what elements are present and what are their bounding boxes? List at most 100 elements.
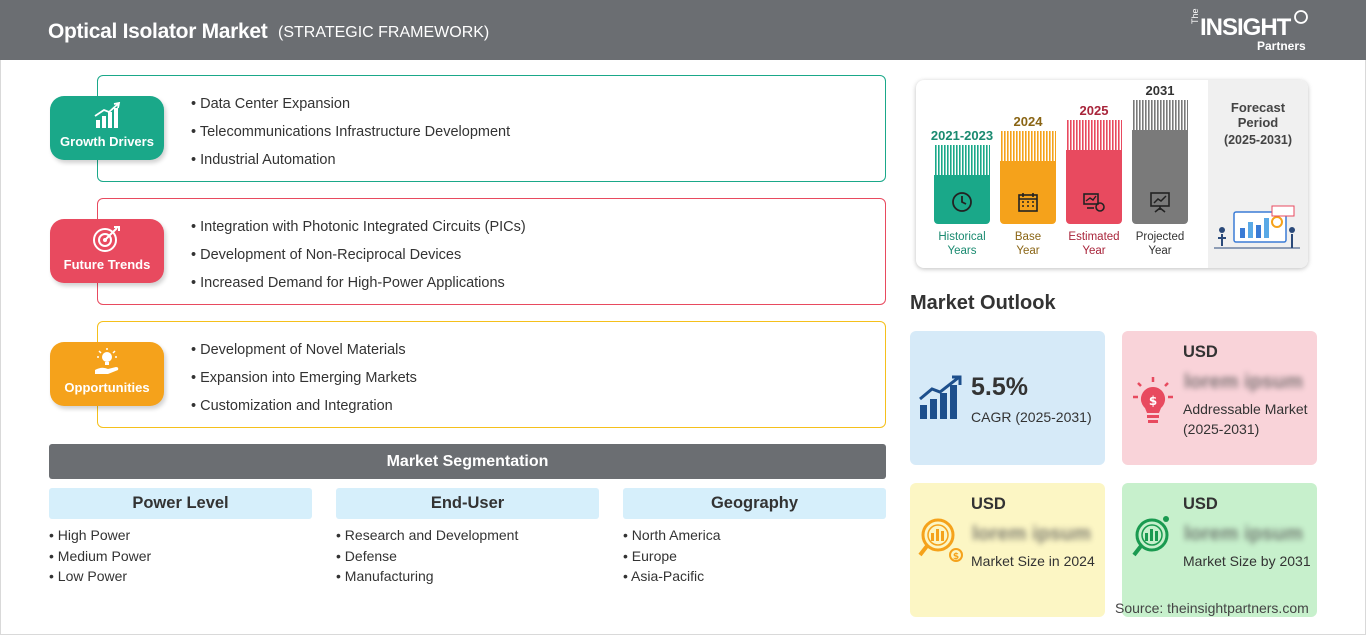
list-item: Customization and Integration	[191, 396, 417, 424]
svg-text:$: $	[1149, 394, 1157, 408]
size-2024-label: Market Size in 2024	[971, 553, 1095, 569]
list-item: Integration with Photonic Integrated Cir…	[191, 217, 526, 245]
segment-geography: Geography North America Europe Asia-Paci…	[623, 488, 886, 587]
bar-label-line2: Year	[1016, 245, 1040, 257]
logo-magnifier-icon	[1294, 10, 1308, 24]
bar-label-line2: Year	[1082, 245, 1106, 257]
magnifier-chart-icon: $	[918, 518, 963, 562]
growth-drivers-badge: Growth Drivers	[50, 96, 164, 160]
size-2024-value: lorem ipsum	[972, 523, 1091, 545]
segment-end-user: End-User Research and Development Defens…	[336, 488, 599, 587]
timeline-year: 2024	[1013, 114, 1043, 129]
lightbulb-dollar-icon: $	[1133, 377, 1173, 423]
list-item: Manufacturing	[336, 566, 599, 587]
list-item: Defense	[336, 546, 599, 567]
cagr-box: 5.5% CAGR (2025-2031)	[910, 331, 1105, 465]
timeline-bar	[934, 145, 990, 224]
bar-stripes	[1001, 131, 1056, 161]
future-trends-label: Future Trends	[63, 257, 151, 272]
growth-drivers-card: Data Center Expansion Telecommunications…	[97, 75, 886, 182]
list-item: Asia-Pacific	[623, 566, 886, 587]
segment-power-level: Power Level High Power Medium Power Low …	[49, 488, 312, 587]
addressable-value: lorem ipsum	[1184, 371, 1303, 393]
forecast-title-line1: Forecast	[1230, 100, 1286, 115]
size-2031-label: Market Size by 2031	[1183, 553, 1311, 569]
header-bar: Optical Isolator Market (STRATEGIC FRAME…	[0, 0, 1366, 60]
addressable-market-box: $ USD lorem ipsum Addressable Market (20…	[1122, 331, 1317, 465]
opportunities-label: Opportunities	[64, 380, 150, 395]
list-item: Industrial Automation	[191, 150, 510, 178]
forecast-range: (2025-2031)	[1223, 133, 1293, 147]
size-2031-value: lorem ipsum	[1184, 523, 1303, 545]
opportunities-badge: Opportunities	[50, 342, 164, 406]
source-citation[interactable]: Source: theinsightpartners.com	[1115, 600, 1309, 616]
forecast-title-line2: Period	[1237, 115, 1279, 130]
timeline-year: 2021-2023	[930, 128, 994, 143]
cagr-label: CAGR (2025-2031)	[971, 409, 1092, 425]
addressable-label: Addressable Market (2025-2031)	[1183, 401, 1308, 437]
bar-chart-growth-icon	[94, 102, 121, 128]
list-item: Europe	[623, 546, 886, 567]
page-title: Optical Isolator Market	[48, 20, 268, 43]
timeline-year: 2025	[1079, 103, 1109, 118]
target-icon	[93, 226, 120, 252]
bar-body	[1000, 161, 1056, 224]
bar-stripes	[935, 145, 990, 175]
bar-label-line1: Projected	[1135, 231, 1185, 243]
bar-label-line1: Historical	[938, 231, 986, 243]
magnifier-chart-icon	[1132, 516, 1169, 557]
timeline-year: 2031	[1145, 83, 1175, 98]
list-item: Increased Demand for High-Power Applicat…	[191, 273, 526, 301]
insight-partners-logo[interactable]: The INSIGHT Partners	[1190, 8, 1320, 54]
market-size-2031-box: USD lorem ipsum Market Size by 2031	[1122, 483, 1317, 617]
list-item: High Power	[49, 525, 312, 546]
list-item: Data Center Expansion	[191, 94, 510, 122]
bar-label-line1: Base	[1014, 231, 1042, 243]
market-outlook-title: Market Outlook	[910, 292, 1056, 314]
future-trends-list: Integration with Photonic Integrated Cir…	[191, 217, 526, 301]
bar-label-line1: Estimated	[1068, 231, 1120, 243]
addressable-currency: USD	[1183, 343, 1218, 361]
list-item: Telecommunications Infrastructure Develo…	[191, 122, 510, 150]
analytics-people-icon	[1214, 205, 1300, 249]
future-trends-card: Integration with Photonic Integrated Cir…	[97, 198, 886, 305]
list-item: Expansion into Emerging Markets	[191, 368, 417, 396]
future-trends-badge: Future Trends	[50, 219, 164, 283]
segment-heading: Geography	[623, 488, 886, 519]
timeline-bar	[1066, 120, 1122, 224]
bar-stripes	[1067, 120, 1122, 150]
calendar-icon	[1018, 193, 1038, 212]
growth-drivers-label: Growth Drivers	[60, 134, 154, 149]
segment-heading: Power Level	[49, 488, 312, 519]
list-item: Development of Novel Materials	[191, 340, 417, 368]
page-subtitle: (STRATEGIC FRAMEWORK)	[278, 24, 490, 41]
history-icon	[952, 192, 972, 212]
bar-stripes	[1133, 100, 1188, 130]
list-item: North America	[623, 525, 886, 546]
cagr-value: 5.5%	[971, 373, 1028, 401]
market-segmentation-bar: Market Segmentation	[49, 444, 886, 479]
size-2024-currency: USD	[971, 495, 1006, 513]
growth-drivers-list: Data Center Expansion Telecommunications…	[191, 94, 510, 178]
market-size-2024-box: $ USD lorem ipsum Market Size in 2024	[910, 483, 1105, 617]
lightbulb-hand-icon	[95, 348, 119, 374]
svg-text:$: $	[953, 552, 959, 562]
list-item: Development of Non-Reciprocal Devices	[191, 245, 526, 273]
bar-body	[1066, 150, 1122, 224]
size-2031-currency: USD	[1183, 495, 1218, 513]
forecast-period-panel: Forecast Period (2025-2031)	[1208, 80, 1308, 268]
bar-label-line2: Year	[1148, 245, 1172, 257]
list-item: Low Power	[49, 566, 312, 587]
opportunities-card: Development of Novel Materials Expansion…	[97, 321, 886, 428]
segment-heading: End-User	[336, 488, 599, 519]
projection-icon	[1150, 192, 1170, 213]
list-item: Research and Development	[336, 525, 599, 546]
estimate-icon	[1083, 193, 1105, 212]
list-item: Medium Power	[49, 546, 312, 567]
timeline-bar	[1132, 100, 1188, 224]
opportunities-list: Development of Novel Materials Expansion…	[191, 340, 417, 424]
